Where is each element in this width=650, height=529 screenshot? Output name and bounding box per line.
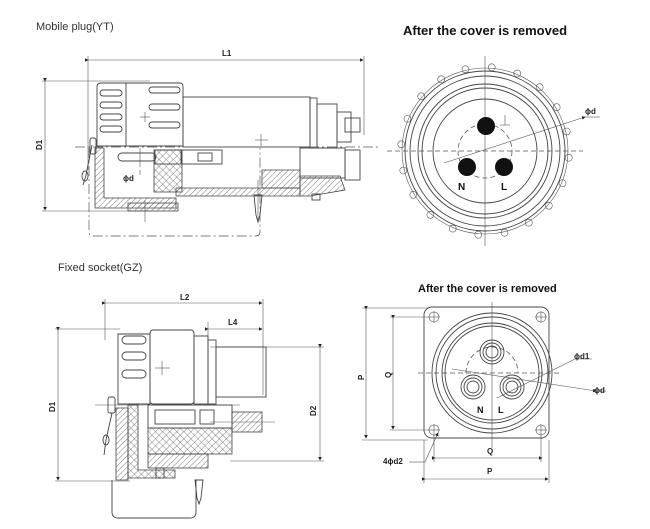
plug-front-view-title: After the cover is removed	[403, 23, 568, 38]
knurl-bump	[487, 63, 496, 72]
dim-d2-label: D2	[309, 405, 318, 416]
knurl-bump	[461, 65, 470, 74]
socket-earth-contact	[479, 339, 505, 365]
fixed-socket-title: Fixed socket(GZ)	[58, 262, 143, 274]
dim-l4-label: L4	[228, 318, 238, 327]
socket-dim-p-vertical: P	[357, 374, 366, 380]
dim-l1-label: L1	[222, 49, 232, 58]
knurl-bump	[513, 69, 522, 78]
socket-dim-d-label: ϕd	[594, 386, 605, 395]
plug-pin-label-n: N	[458, 182, 465, 193]
dim-d1-plug-label: D1	[35, 139, 44, 150]
socket-pin-label-n: N	[477, 405, 484, 415]
knurl-bump	[544, 201, 553, 210]
socket-neutral-contact	[460, 374, 486, 400]
knurl-bump	[399, 166, 408, 175]
socket-front-view-title: After the cover is removed	[418, 283, 557, 295]
knurl-bumps	[401, 67, 569, 235]
knurl-bump	[558, 179, 567, 188]
live-pin	[495, 158, 513, 176]
socket-pin-label-l: L	[498, 405, 504, 415]
neutral-pin	[458, 158, 476, 176]
knurl-bump	[437, 75, 446, 84]
knurl-bump	[552, 103, 561, 112]
knurl-bump	[397, 140, 406, 149]
dim-pin-d-plug-label: ϕd	[123, 174, 134, 183]
knurl-bump	[524, 218, 533, 227]
plug-pin-label-l: L	[501, 182, 507, 193]
socket-live-contact	[499, 374, 525, 400]
earth-pin	[477, 117, 495, 135]
dim-l2-label: L2	[180, 293, 190, 302]
knurl-bump	[474, 230, 483, 239]
socket-dim-q-vertical: Q	[384, 372, 393, 378]
plug-dim-d-label: ϕd	[585, 107, 596, 116]
dim-d1-socket-label: D1	[48, 401, 57, 412]
knurl-bump	[562, 127, 571, 136]
socket-dim-4d2-label: 4ϕd2	[383, 457, 403, 466]
knurl-bump	[426, 210, 435, 219]
socket-side-view: L2 L4 D1 D2	[48, 293, 324, 519]
knurl-bump	[409, 190, 418, 199]
plug-side-view: L1 D1	[35, 49, 380, 237]
knurl-bump	[448, 224, 457, 233]
dim-l1: L1	[85, 49, 365, 170]
socket-dim-d1-label: ϕd1	[574, 352, 590, 361]
knurl-bump	[403, 114, 412, 123]
mobile-plug-title: Mobile plug(YT)	[36, 21, 114, 33]
knurl-bump	[564, 153, 573, 162]
socket-front-view: N L P Q Q P ϕd ϕd1 4ϕd2	[357, 302, 606, 483]
socket-dim-p-horizontal: P	[487, 467, 493, 476]
knurl-bump	[500, 228, 509, 237]
dim-d1-socket: D1	[48, 327, 130, 482]
knurl-bump	[535, 83, 544, 92]
socket-dim-q-horizontal: Q	[487, 447, 493, 456]
plug-front-view: N L ϕd	[387, 56, 600, 246]
knurl-bump	[417, 92, 426, 101]
